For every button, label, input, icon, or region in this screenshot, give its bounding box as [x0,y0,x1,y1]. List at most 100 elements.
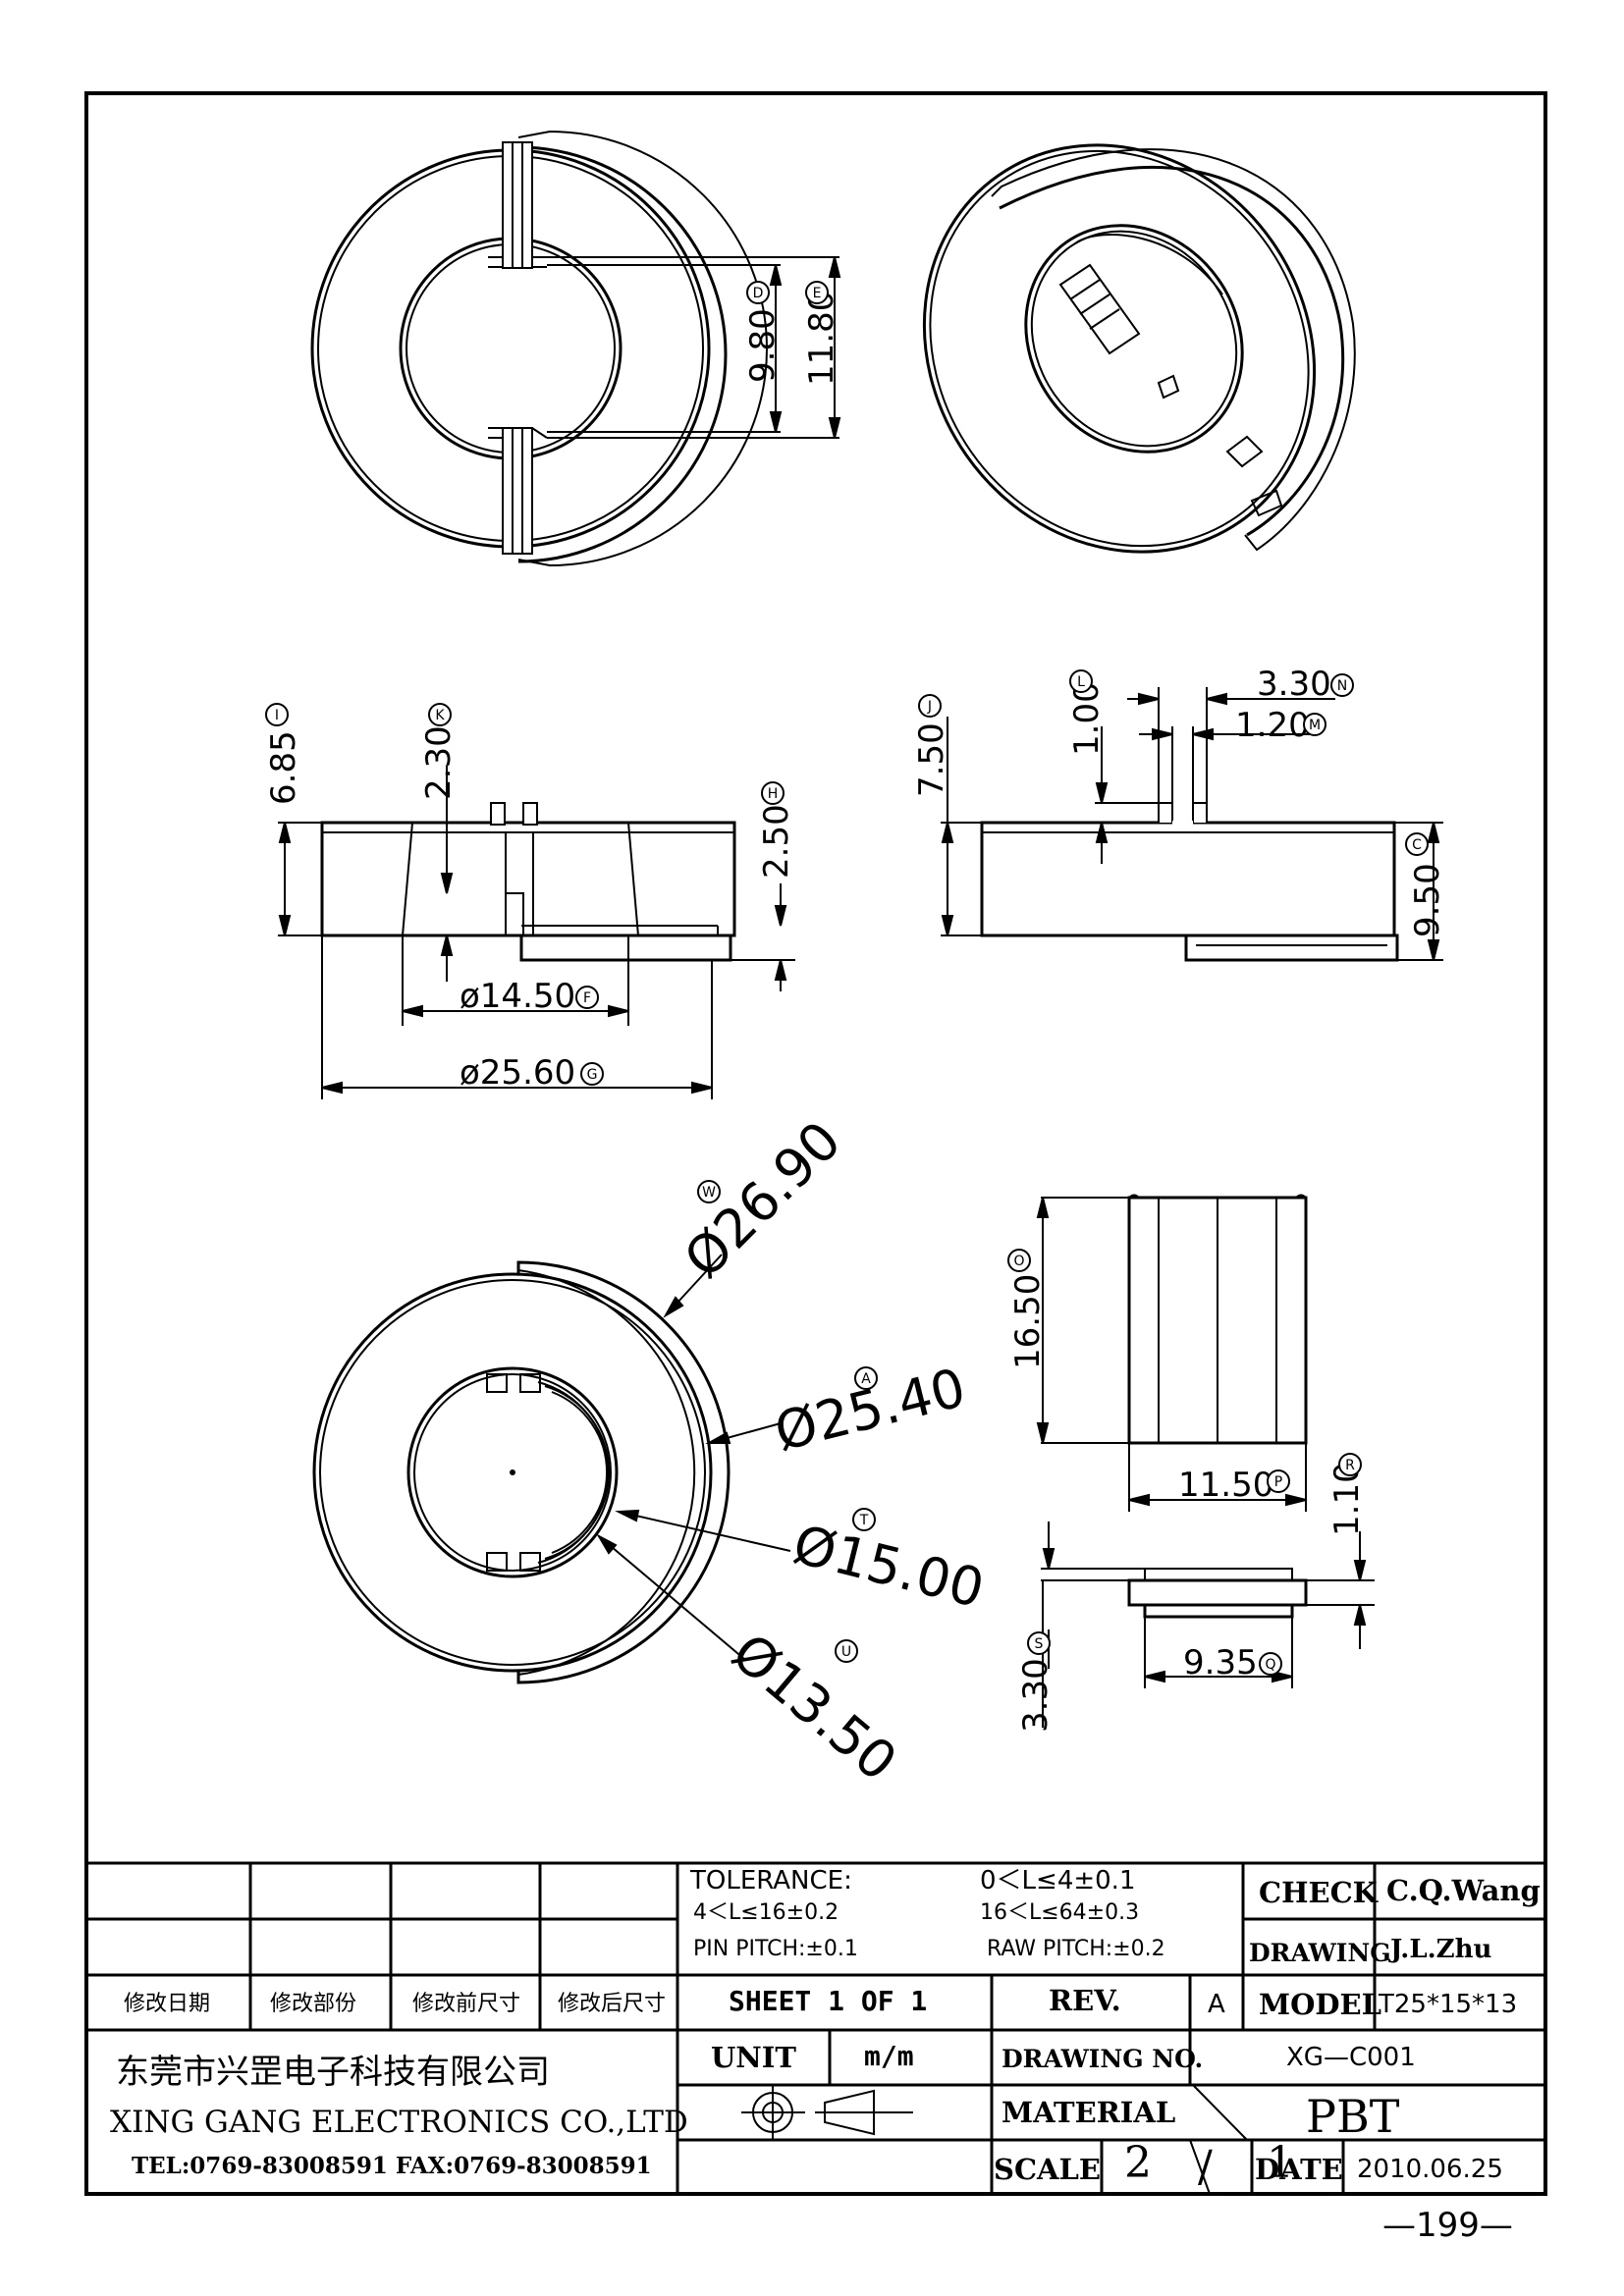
tolerance-line-1: 0＜L≤4±0.1 [980,1866,1136,1896]
bubble-q: Q [1259,1652,1282,1676]
company-name-cn: 东莞市兴罡电子科技有限公司 [116,2053,550,2092]
bubble-p: P [1267,1469,1290,1493]
sheet-label: SHEET 1 OF 1 [729,1985,927,2017]
drawing-value: J.L.Zhu [1388,1935,1492,1964]
bubble-k: K [428,703,452,726]
svg-text:R: R [1345,1458,1355,1473]
bubble-i: I [265,703,289,726]
svg-text:Q: Q [1265,1657,1275,1673]
svg-text:E: E [813,286,822,301]
dim-c-side2: 9.50 [1408,863,1447,937]
svg-text:S: S [1035,1636,1044,1652]
isometric-view [922,143,1356,554]
dim-f-side: ø14.50 [460,977,575,1016]
dim-i-side: 6.85 [264,730,303,805]
model-label: MODEL [1259,1988,1381,2021]
drawing-no-label: DRAWING NO. [1001,2045,1203,2073]
svg-text:T: T [859,1513,869,1528]
bubble-f: F [575,986,599,1009]
dim-u-front: Ø13.50 [721,1622,908,1793]
material-value: PBT [1306,2090,1400,2143]
svg-text:W: W [702,1185,716,1201]
svg-text:O: O [1013,1254,1024,1269]
dim-t-front: Ø15.00 [787,1513,990,1620]
tolerance-title: TOLERANCE: [689,1866,852,1896]
rev-header-part: 修改部份 [270,1992,356,2016]
bubble-t: T [852,1508,876,1531]
bubble-c: C [1405,832,1429,856]
tolerance-line-5: RAW PITCH:±0.2 [987,1937,1165,1961]
bubble-j: J [918,694,942,718]
svg-text:N: N [1337,678,1347,694]
drawing-frame [84,91,1547,2196]
side-view-left [278,766,795,1099]
scale-denominator: 1 [1267,2138,1294,2188]
model-value: T25*15*13 [1378,1990,1517,2019]
rev-value: A [1208,1990,1225,2019]
rev-header-after: 修改后尺寸 [558,1992,666,2016]
dim-m-side2: 1.20 [1235,706,1310,745]
clip-flange-view [1041,1522,1375,1728]
unit-value: m/m [864,2040,914,2072]
page-number: —199— [1382,2206,1513,2245]
dim-s-clip: 3.30 [1016,1658,1056,1733]
rev-label: REV. [1049,1984,1121,2017]
svg-text:I: I [275,708,279,723]
front-view [312,1254,791,1684]
dim-e-view1: 11.80 [802,291,841,386]
unit-label: UNIT [711,2041,796,2074]
bubble-d: D [746,281,770,304]
dim-g-side: ø25.60 [460,1053,575,1093]
dim-w-front: Ø26.90 [673,1109,853,1290]
svg-text:F: F [583,990,591,1006]
dim-q-clip: 9.35 [1183,1643,1258,1682]
svg-text:D: D [753,286,764,301]
dim-j-side2: 7.50 [912,722,951,797]
svg-text:H: H [768,786,779,802]
company-contact: TEL:0769-83008591 FAX:0769-83008591 [132,2153,652,2179]
dim-o-clip: 16.50 [1008,1274,1048,1369]
bubble-n: N [1330,673,1354,697]
rev-header-date: 修改日期 [124,1992,210,2016]
svg-text:M: M [1309,718,1321,733]
bubble-a: A [854,1366,878,1390]
svg-text:L: L [1077,674,1085,690]
projection-symbol [741,2085,913,2140]
dim-h-side: 2.50 [757,804,796,879]
date-label: DATE [1255,2153,1343,2186]
bubble-m: M [1303,713,1326,736]
svg-text:P: P [1274,1474,1282,1490]
bubble-g: G [580,1062,604,1086]
bubble-e: E [805,281,829,304]
tolerance-line-3: 16＜L≤64±0.3 [980,1900,1139,1925]
bubble-r: R [1338,1453,1362,1476]
title-block [86,1861,1545,2195]
svg-text:C: C [1412,837,1422,853]
svg-text:U: U [841,1644,851,1660]
tolerance-line-4: PIN PITCH:±0.1 [693,1937,858,1961]
bubble-w: W [697,1180,721,1203]
dim-l-side2: 1.00 [1067,681,1107,756]
bubble-l: L [1069,669,1093,693]
svg-text:J: J [927,699,932,715]
company-name-en: XING GANG ELECTRONICS CO.,LTD [110,2105,688,2140]
scale-numerator: 2 [1124,2138,1152,2188]
dim-p-clip: 11.50 [1178,1466,1273,1505]
bubble-o: O [1007,1249,1031,1272]
svg-text:K: K [435,708,445,723]
dim-k-side: 2.30 [419,725,459,800]
dim-d-view1: 9.80 [743,308,783,383]
drawing-label: DRAWING [1249,1939,1391,1967]
clip-side-view [1036,1194,1308,1512]
side-view-right [941,687,1443,962]
svg-text:A: A [861,1371,871,1387]
bubble-s: S [1027,1631,1051,1655]
dim-n-side2: 3.30 [1257,665,1331,704]
check-value: C.Q.Wang [1386,1874,1541,1907]
scale-label: SCALE [994,2153,1101,2186]
top-view [310,130,841,567]
scale-separator: / [1198,2142,1213,2192]
rev-header-before: 修改前尺寸 [412,1992,520,2016]
svg-text:G: G [587,1067,598,1083]
